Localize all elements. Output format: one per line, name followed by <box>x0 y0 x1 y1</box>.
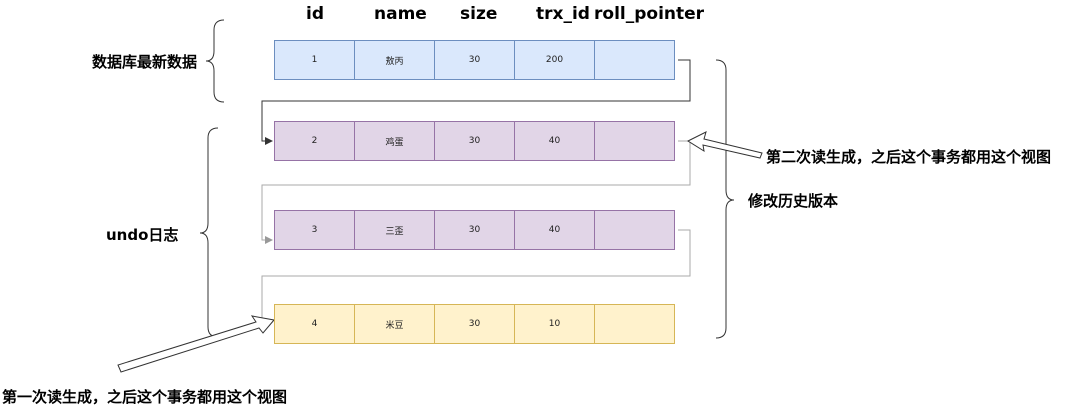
column-header-trx-id: trx_id <box>536 4 590 24</box>
cell-size: 30 <box>434 304 515 344</box>
brace-latest <box>205 19 225 103</box>
cell-id: 3 <box>274 210 355 250</box>
cell-roll-pointer <box>594 121 675 161</box>
label-undo-log: undo日志 <box>106 226 179 244</box>
label-second-read: 第二次读生成，之后这个事务都用这个视图 <box>766 148 1052 166</box>
column-header-size: size <box>460 4 498 24</box>
cell-id: 1 <box>274 40 355 80</box>
roll-pointer-link-1 <box>261 59 691 145</box>
cell-roll-pointer <box>594 304 675 344</box>
cell-trx-id: 40 <box>514 210 595 250</box>
label-latest-data: 数据库最新数据 <box>92 53 198 71</box>
cell-name: 鸡蛋 <box>354 121 435 161</box>
label-history-versions: 修改历史版本 <box>748 192 839 210</box>
column-header-name: name <box>374 4 427 24</box>
cell-id: 4 <box>274 304 355 344</box>
cell-size: 30 <box>434 210 515 250</box>
column-header-id: id <box>306 4 324 24</box>
cell-trx-id: 10 <box>514 304 595 344</box>
cell-name: 敖丙 <box>354 40 435 80</box>
cell-size: 30 <box>434 121 515 161</box>
first-read-arrow <box>117 315 275 373</box>
record-row-latest: 1 敖丙 30 200 <box>274 40 678 80</box>
brace-history <box>715 59 735 339</box>
column-header-roll-pointer: roll_pointer <box>594 4 705 24</box>
record-row-undo-1: 2 鸡蛋 30 40 <box>274 121 678 161</box>
cell-name: 三歪 <box>354 210 435 250</box>
cell-name: 米豆 <box>354 304 435 344</box>
cell-trx-id: 200 <box>514 40 595 80</box>
record-row-undo-3: 4 米豆 30 10 <box>274 304 678 344</box>
cell-id: 2 <box>274 121 355 161</box>
label-first-read: 第一次读生成，之后这个事务都用这个视图 <box>2 388 288 406</box>
brace-undo <box>199 127 219 338</box>
cell-size: 30 <box>434 40 515 80</box>
cell-roll-pointer <box>594 210 675 250</box>
cell-roll-pointer <box>594 40 675 80</box>
second-read-arrow <box>686 131 763 159</box>
record-row-undo-2: 3 三歪 30 40 <box>274 210 678 250</box>
cell-trx-id: 40 <box>514 121 595 161</box>
